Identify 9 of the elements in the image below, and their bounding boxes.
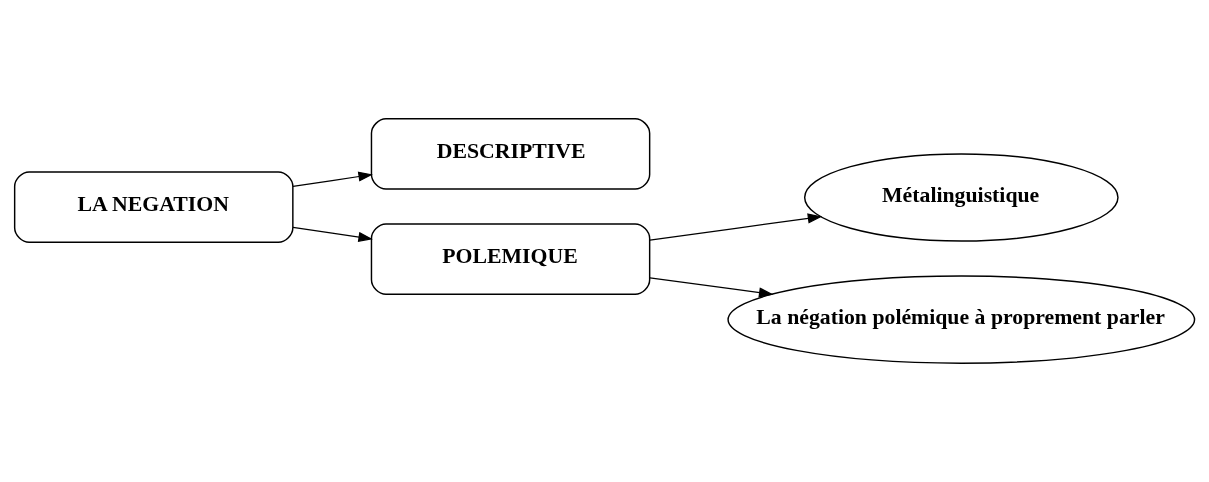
arrow <box>649 213 823 241</box>
arrow <box>649 277 774 298</box>
node-ellipse: Métalinguistique <box>803 153 1119 242</box>
node-box: POLEMIQUE <box>370 223 651 295</box>
node-box: LA NEGATION <box>13 171 294 243</box>
node-box: DESCRIPTIVE <box>370 118 651 190</box>
arrow <box>292 171 373 187</box>
node-ellipse: La négation polémique à proprement parler <box>727 275 1196 364</box>
arrow <box>292 226 373 243</box>
